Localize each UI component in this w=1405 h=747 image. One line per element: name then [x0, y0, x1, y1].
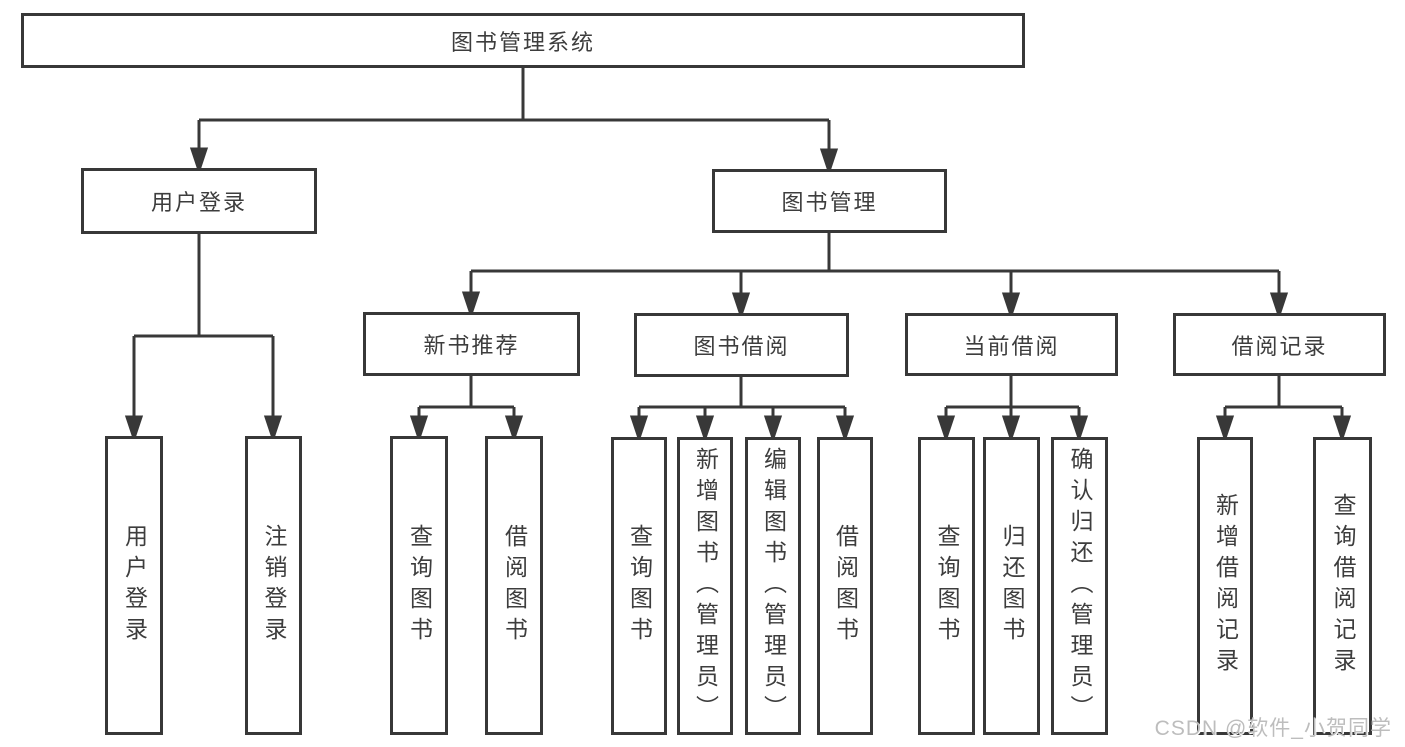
connector-borrow-records-to-leaves	[1215, 376, 1352, 443]
arrowhead	[504, 415, 524, 443]
leaf-query-borrow-record: 查询借阅记录	[1313, 437, 1372, 735]
arrowhead	[819, 148, 839, 176]
leaf-query-books-current: 查询图书	[918, 437, 975, 735]
arrowhead	[1269, 292, 1289, 320]
arrowhead	[189, 147, 209, 175]
leaf-add-book-admin: 新增图书（管理员）	[677, 437, 733, 735]
leaf-user-login: 用户登录	[105, 436, 163, 735]
arrowhead	[695, 415, 715, 443]
node-book-borrowing: 图书借阅	[634, 313, 849, 377]
connector-book-borrow-to-leaves	[629, 377, 855, 443]
arrowhead	[263, 415, 283, 443]
arrowhead	[1332, 415, 1352, 443]
leaf-borrow-books-recommend: 借阅图书	[485, 436, 543, 735]
arrowhead	[835, 415, 855, 443]
leaf-edit-book-admin: 编辑图书（管理员）	[745, 437, 801, 735]
arrowhead	[1001, 415, 1021, 443]
arrowhead	[629, 415, 649, 443]
arrowhead	[1215, 415, 1235, 443]
arrowhead	[409, 415, 429, 443]
node-root: 图书管理系统	[21, 13, 1025, 68]
node-user-login: 用户登录	[81, 168, 317, 234]
leaf-confirm-return-admin: 确认归还（管理员）	[1051, 437, 1108, 735]
arrowhead	[936, 415, 956, 443]
connector-new-book-rec-to-leaves	[409, 376, 524, 443]
leaf-borrow-books-borrowing: 借阅图书	[817, 437, 873, 735]
arrowhead	[763, 415, 783, 443]
node-current-borrowing: 当前借阅	[905, 313, 1118, 376]
arrowhead	[461, 291, 481, 319]
arrowhead	[1001, 292, 1021, 320]
connector-current-borrow-to-leaves	[936, 376, 1089, 443]
arrowhead	[731, 292, 751, 320]
connector-book-mgmt-to-level3	[461, 233, 1289, 320]
leaf-logout-login: 注销登录	[245, 436, 302, 735]
connector-user-login-to-leaves	[124, 234, 283, 443]
arrowhead	[124, 415, 144, 443]
leaf-add-borrow-record: 新增借阅记录	[1197, 437, 1253, 735]
csdn-watermark: CSDN @软件_小贺同学	[1154, 717, 1392, 740]
connector-root-to-level2	[189, 68, 839, 176]
leaf-query-books-recommend: 查询图书	[390, 436, 448, 735]
arrowhead	[1069, 415, 1089, 443]
node-borrowing-records: 借阅记录	[1173, 313, 1386, 376]
leaf-query-books-borrowing: 查询图书	[611, 437, 667, 735]
leaf-return-book: 归还图书	[983, 437, 1040, 735]
node-book-management: 图书管理	[712, 169, 947, 233]
node-new-book-recommend: 新书推荐	[363, 312, 580, 376]
